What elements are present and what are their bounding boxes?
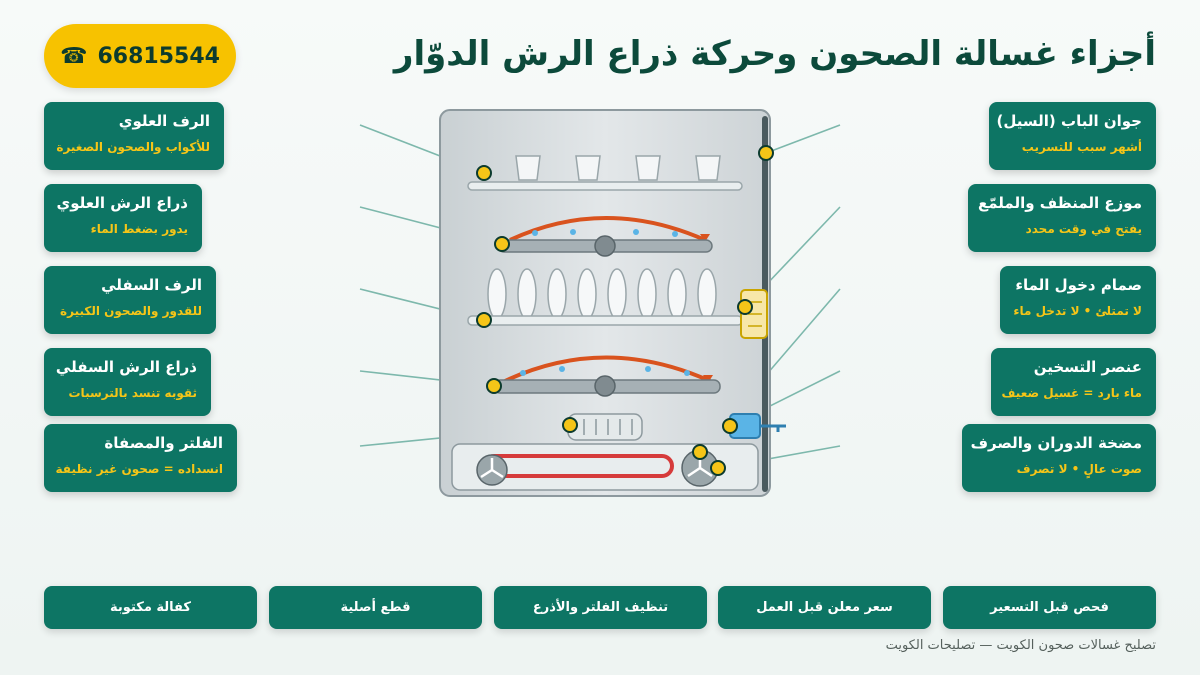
water-drops-lower xyxy=(520,366,690,376)
water-drops-upper xyxy=(532,229,678,237)
part-card-filter: الفلتر والمصفاة انسداده = صحون غير نظيفة xyxy=(44,424,237,492)
part-subtitle: انسداده = صحون غير نظيفة xyxy=(55,462,223,476)
tag-filter-cleaning: تنظيف الفلتر والأذرع xyxy=(494,586,707,629)
part-subtitle: لا تمتلئ • لا تدخل ماء xyxy=(1013,304,1142,318)
part-card-upper-spray-arm: ذراع الرش العلوي يدور بضغط الماء xyxy=(44,184,202,252)
upper-rack xyxy=(467,181,743,191)
part-card-upper-rack: الرف العلوي للأكواب والصحون الصغيرة xyxy=(44,102,224,170)
part-card-detergent-dispenser: موزع المنظف والملمّع يفتح في وقت محدد xyxy=(968,184,1156,252)
part-title: موزع المنظف والملمّع xyxy=(977,194,1142,212)
part-subtitle: أشهر سبب للتسريب xyxy=(1021,140,1142,154)
part-card-lower-spray-arm: ذراع الرش السفلي ثقوبه تنسد بالترسبات xyxy=(44,348,211,416)
part-card-door-seal: جوان الباب (السيل) أشهر سبب للتسريب xyxy=(989,102,1156,170)
tag-original-parts: قطع أصلية xyxy=(269,586,482,629)
lower-rack xyxy=(467,315,743,326)
lower-spray-arc xyxy=(504,355,711,383)
part-title: الرف العلوي xyxy=(118,112,210,130)
dishwasher-body xyxy=(439,109,771,497)
tag-price-before-work: سعر معلن قبل العمل xyxy=(718,586,931,629)
part-title: جوان الباب (السيل) xyxy=(996,112,1142,130)
tag-written-warranty: كفالة مكتوبة xyxy=(44,586,257,629)
part-subtitle: للقدور والصحون الكبيرة xyxy=(60,304,202,318)
part-title: عنصر التسخين xyxy=(1033,358,1142,376)
part-title: مضخة الدوران والصرف xyxy=(970,434,1142,452)
pump-fan-icon xyxy=(681,449,719,487)
part-title: صمام دخول الماء xyxy=(1015,276,1142,294)
part-card-pump: مضخة الدوران والصرف صوت عالٍ • لا تصرف xyxy=(962,424,1156,492)
fan-icon-left xyxy=(476,454,508,486)
part-subtitle: ماء بارد = غسيل ضعيف xyxy=(1001,386,1143,400)
filter xyxy=(567,413,643,441)
part-title: ذراع الرش العلوي xyxy=(56,194,188,212)
part-title: ذراع الرش السفلي xyxy=(55,358,197,376)
part-subtitle: ثقوبه تنسد بالترسبات xyxy=(68,386,198,400)
part-subtitle: يفتح في وقت محدد xyxy=(1025,222,1142,236)
part-title: الفلتر والمصفاة xyxy=(104,434,223,452)
phone-number: 66815544 xyxy=(97,43,220,69)
part-subtitle: صوت عالٍ • لا تصرف xyxy=(1016,462,1142,476)
tag-inspection: فحص قبل التسعير xyxy=(943,586,1156,629)
footer-text: تصليح غسالات صحون الكويت — تصليحات الكوي… xyxy=(885,638,1156,653)
part-card-heating-element: عنصر التسخين ماء بارد = غسيل ضعيف xyxy=(991,348,1156,416)
part-subtitle: للأكواب والصحون الصغيرة xyxy=(56,140,210,154)
phone-icon: ☎ xyxy=(60,43,88,69)
part-card-inlet-valve: صمام دخول الماء لا تمتلئ • لا تدخل ماء xyxy=(1000,266,1156,334)
cup-icons xyxy=(515,155,721,181)
part-subtitle: يدور بضغط الماء xyxy=(90,222,188,236)
anchor-dots xyxy=(476,145,774,476)
page-title: أجزاء غسالة الصحون وحركة ذراع الرش الدوّ… xyxy=(393,34,1156,74)
part-card-lower-rack: الرف السفلي للقدور والصحون الكبيرة xyxy=(44,266,216,334)
phone-button[interactable]: ☎ 66815544 xyxy=(44,24,236,88)
part-title: الرف السفلي xyxy=(101,276,202,294)
